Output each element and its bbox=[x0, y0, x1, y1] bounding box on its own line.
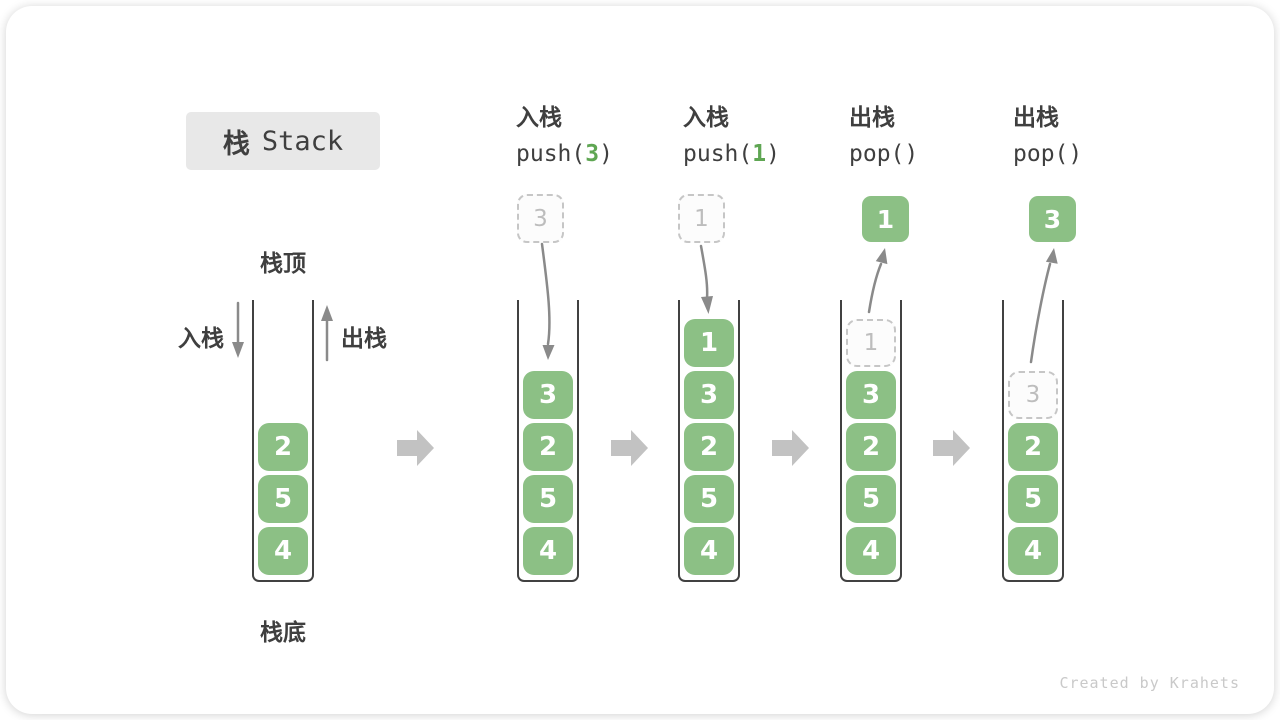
flow-arrow-icon bbox=[611, 430, 648, 466]
push-arrow-icon bbox=[699, 244, 713, 314]
stack-item: 5 bbox=[684, 475, 734, 523]
op-arg: 3 bbox=[585, 141, 600, 167]
op-label-pop-3: 出栈 pop() bbox=[1013, 107, 1082, 166]
stack-item: 2 bbox=[523, 423, 573, 471]
stack-item: 3 bbox=[846, 371, 896, 419]
pop-direction-arrow-icon bbox=[321, 305, 333, 362]
flow-arrow-icon bbox=[933, 430, 970, 466]
push-arrow-icon bbox=[540, 242, 555, 360]
stack-item: 2 bbox=[846, 423, 896, 471]
incoming-value-box: 1 bbox=[678, 194, 725, 243]
op-arg: 1 bbox=[752, 141, 767, 167]
watermark: Created by Krahets bbox=[1059, 674, 1240, 692]
stack-item: 4 bbox=[258, 527, 308, 575]
stack-item-ghost: 1 bbox=[846, 319, 896, 367]
op-name: 出栈 bbox=[849, 105, 895, 131]
push-direction-label: 入栈 bbox=[178, 326, 224, 352]
pop-arrow-icon bbox=[867, 248, 888, 314]
op-label-push-1: 入栈 push(1) bbox=[683, 107, 780, 166]
op-label-push-3: 入栈 push(3) bbox=[516, 107, 613, 166]
stack-item: 5 bbox=[258, 475, 308, 523]
title-en: Stack bbox=[261, 125, 344, 157]
stack-item: 5 bbox=[846, 475, 896, 523]
stack-item: 5 bbox=[1008, 475, 1058, 523]
op-code: pop() bbox=[849, 141, 919, 167]
stack-item: 2 bbox=[1008, 423, 1058, 471]
stack-bottom-label: 栈底 bbox=[260, 620, 306, 646]
stack-top-label: 栈顶 bbox=[260, 251, 306, 277]
op-code: push(1) bbox=[683, 141, 780, 167]
stack-item: 2 bbox=[258, 423, 308, 471]
stack-item: 4 bbox=[523, 527, 573, 575]
title-zh: 栈 bbox=[222, 128, 250, 160]
stack-item-ghost: 3 bbox=[1008, 371, 1058, 419]
stack-item: 1 bbox=[684, 319, 734, 367]
popped-value-box: 1 bbox=[862, 196, 909, 242]
op-name: 入栈 bbox=[516, 105, 562, 131]
pop-direction-label: 出栈 bbox=[341, 326, 387, 352]
op-name: 出栈 bbox=[1013, 105, 1059, 131]
stack-item: 4 bbox=[846, 527, 896, 575]
op-code: pop() bbox=[1013, 141, 1083, 167]
op-label-pop-1: 出栈 pop() bbox=[849, 107, 918, 166]
stack-item: 5 bbox=[523, 475, 573, 523]
incoming-value-box: 3 bbox=[517, 194, 564, 243]
stack-item: 4 bbox=[684, 527, 734, 575]
popped-value-box: 3 bbox=[1029, 196, 1076, 242]
op-code: push(3) bbox=[516, 141, 613, 167]
op-name: 入栈 bbox=[683, 105, 729, 131]
title-badge: 栈 Stack bbox=[186, 112, 380, 170]
push-direction-arrow-icon bbox=[232, 301, 244, 358]
pop-arrow-icon bbox=[1029, 248, 1058, 364]
flow-arrow-icon bbox=[772, 430, 809, 466]
flow-arrow-icon bbox=[397, 430, 434, 466]
stack-item: 3 bbox=[684, 371, 734, 419]
stack-item: 2 bbox=[684, 423, 734, 471]
stack-item: 3 bbox=[523, 371, 573, 419]
stack-item: 4 bbox=[1008, 527, 1058, 575]
